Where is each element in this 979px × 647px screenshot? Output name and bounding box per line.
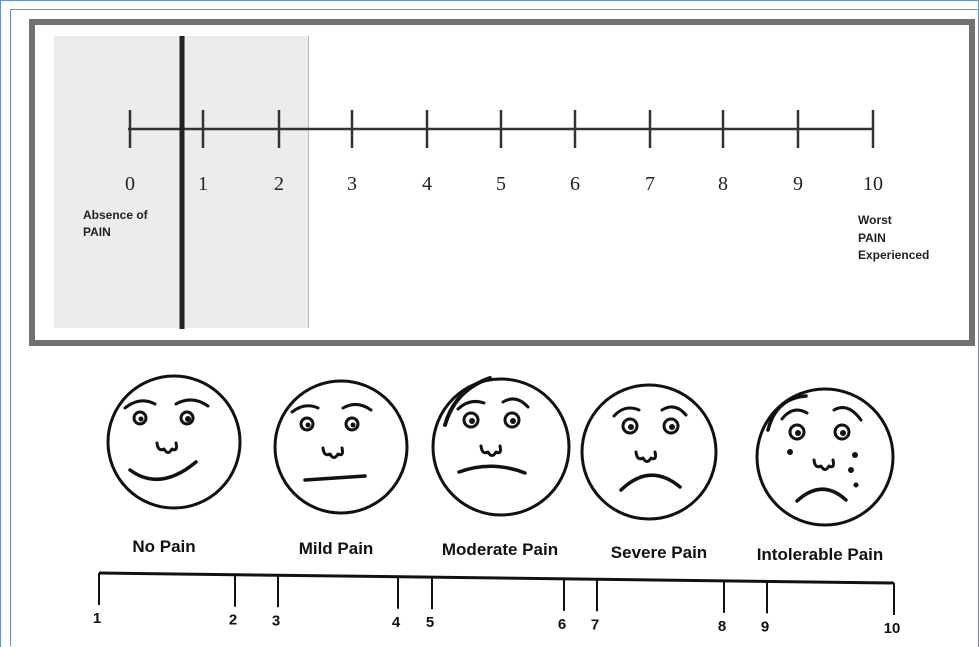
bottom-label-4: 4 (392, 614, 401, 631)
right-anchor-line-3: Experienced (858, 248, 929, 262)
nrs-number-labels: 0 1 2 3 4 5 6 7 8 9 10 (125, 173, 883, 195)
nrs-label-2: 2 (274, 173, 284, 195)
nrs-label-4: 4 (422, 173, 432, 195)
faces-scale: No Pain Mild Pain Moderate Pain Severe Pain… (106, 374, 895, 564)
bottom-label-8: 8 (718, 618, 726, 635)
nrs-label-8: 8 (718, 173, 728, 195)
bottom-label-3: 3 (272, 612, 280, 629)
nrs-label-9: 9 (793, 173, 803, 195)
right-anchor-line-1: Worst (858, 213, 892, 227)
nrs-label-3: 3 (347, 173, 357, 195)
bottom-label-2: 2 (229, 612, 237, 629)
face-no-pain (106, 374, 242, 510)
bottom-ticks (98, 573, 895, 615)
face-severe-pain (580, 383, 718, 521)
bottom-number-labels: 1 2 3 4 5 6 7 8 9 10 (93, 610, 901, 637)
face-label-1: No Pain (132, 537, 195, 556)
nrs-label-6: 6 (570, 173, 580, 195)
bottom-label-1: 1 (93, 610, 101, 627)
nrs-label-1: 1 (198, 173, 208, 195)
nrs-label-7: 7 (645, 173, 655, 195)
bottom-axis-line (98, 571, 895, 585)
bottom-label-9: 9 (761, 618, 769, 635)
face-label-3: Moderate Pain (442, 540, 558, 559)
nrs-ticks (128, 110, 875, 148)
bottom-label-6: 6 (558, 616, 566, 633)
bottom-label-7: 7 (591, 616, 599, 633)
bottom-label-10: 10 (884, 620, 901, 637)
face-mild-pain (273, 379, 409, 515)
face-label-5: Intolerable Pain (757, 545, 884, 564)
left-anchor-line-2: PAIN (83, 225, 111, 239)
nrs-label-10: 10 (863, 173, 883, 195)
left-anchor-line-1: Absence of (83, 208, 149, 222)
face-label-4: Severe Pain (611, 543, 707, 562)
bottom-rating-scale: 1 2 3 4 5 6 7 8 9 10 (93, 571, 901, 637)
face-moderate-pain (431, 376, 571, 517)
bottom-label-5: 5 (426, 614, 434, 631)
face-label-2: Mild Pain (299, 539, 374, 558)
right-anchor-line-2: PAIN (858, 231, 886, 245)
face-intolerable-pain (755, 387, 895, 527)
figure-inner-frame (10, 9, 978, 646)
nrs-label-0: 0 (125, 173, 135, 195)
face-labels: No Pain Mild Pain Moderate Pain Severe Pain… (132, 537, 883, 564)
nrs-label-5: 5 (496, 173, 506, 195)
